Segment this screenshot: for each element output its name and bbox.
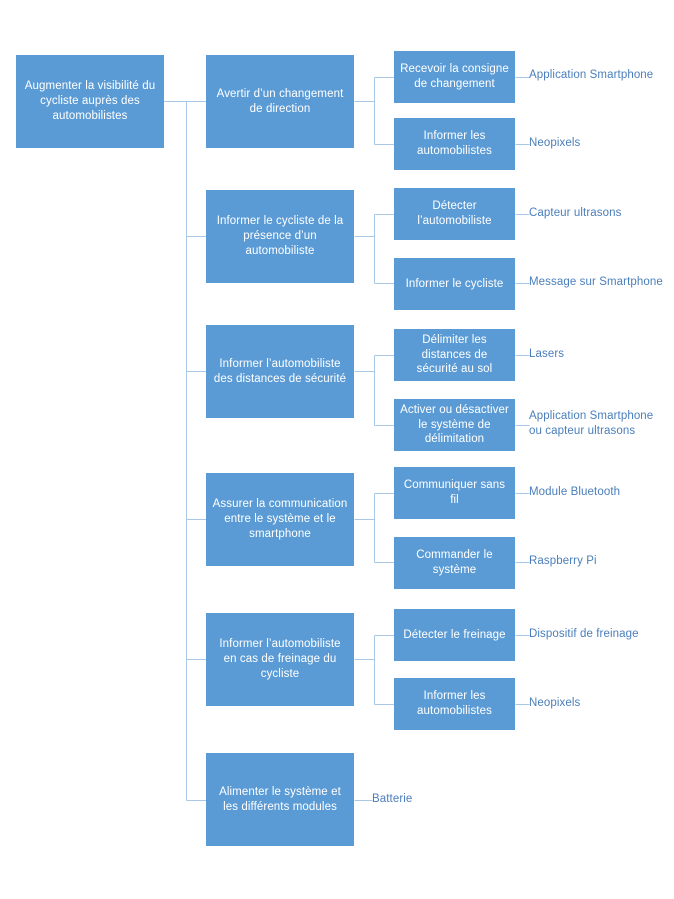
leaf-node-1-1[interactable]: Recevoir la consigne de changement: [394, 51, 515, 103]
solution-label-1-1: Application Smartphone: [529, 69, 654, 81]
solution-label-4-1: Module Bluetooth: [529, 486, 621, 498]
solution-label-3-2: Application Smartphone ou capteur ultras…: [529, 410, 654, 438]
solution-label-3-1: Lasers: [529, 348, 565, 360]
branch-node-4[interactable]: Assurer la communication entre le systèm…: [206, 473, 354, 566]
leaf-node-2-2[interactable]: Informer le cycliste: [394, 258, 515, 310]
leaf-node-5-2[interactable]: Informer les automobilistes: [394, 678, 515, 730]
branch-node-3[interactable]: Informer l’automobiliste des distances d…: [206, 325, 354, 418]
branch-node-5[interactable]: Informer l’automobiliste en cas de frein…: [206, 613, 354, 706]
solution-label-5-1: Dispositif de freinage: [529, 628, 639, 640]
leaf-node-4-2[interactable]: Commander le système: [394, 537, 515, 589]
leaf-node-4-1[interactable]: Communiquer sans fil: [394, 467, 515, 519]
branch-node-2[interactable]: Informer le cycliste de la présence d’un…: [206, 190, 354, 283]
branch-node-1[interactable]: Avertir d’un changement de direction: [206, 55, 354, 148]
leaf-node-3-1[interactable]: Délimiter les distances de sécurité au s…: [394, 329, 515, 381]
root-node[interactable]: Augmenter la visibilité du cycliste aupr…: [16, 55, 164, 148]
solution-label-5-2: Neopixels: [529, 697, 581, 709]
leaf-node-5-1[interactable]: Détecter le freinage: [394, 609, 515, 661]
leaf-node-3-2[interactable]: Activer ou désactiver le système de déli…: [394, 399, 515, 451]
branch-node-6[interactable]: Alimenter le système et les différents m…: [206, 753, 354, 846]
solution-label-4-2: Raspberry Pi: [529, 555, 597, 567]
solution-label-2-1: Capteur ultrasons: [529, 207, 622, 219]
solution-label-6: Batterie: [372, 793, 413, 805]
solution-label-1-2: Neopixels: [529, 137, 581, 149]
solution-label-2-2: Message sur Smartphone: [529, 276, 663, 288]
leaf-node-2-1[interactable]: Détecter l’automobiliste: [394, 188, 515, 240]
leaf-node-1-2[interactable]: Informer les automobilistes: [394, 118, 515, 170]
